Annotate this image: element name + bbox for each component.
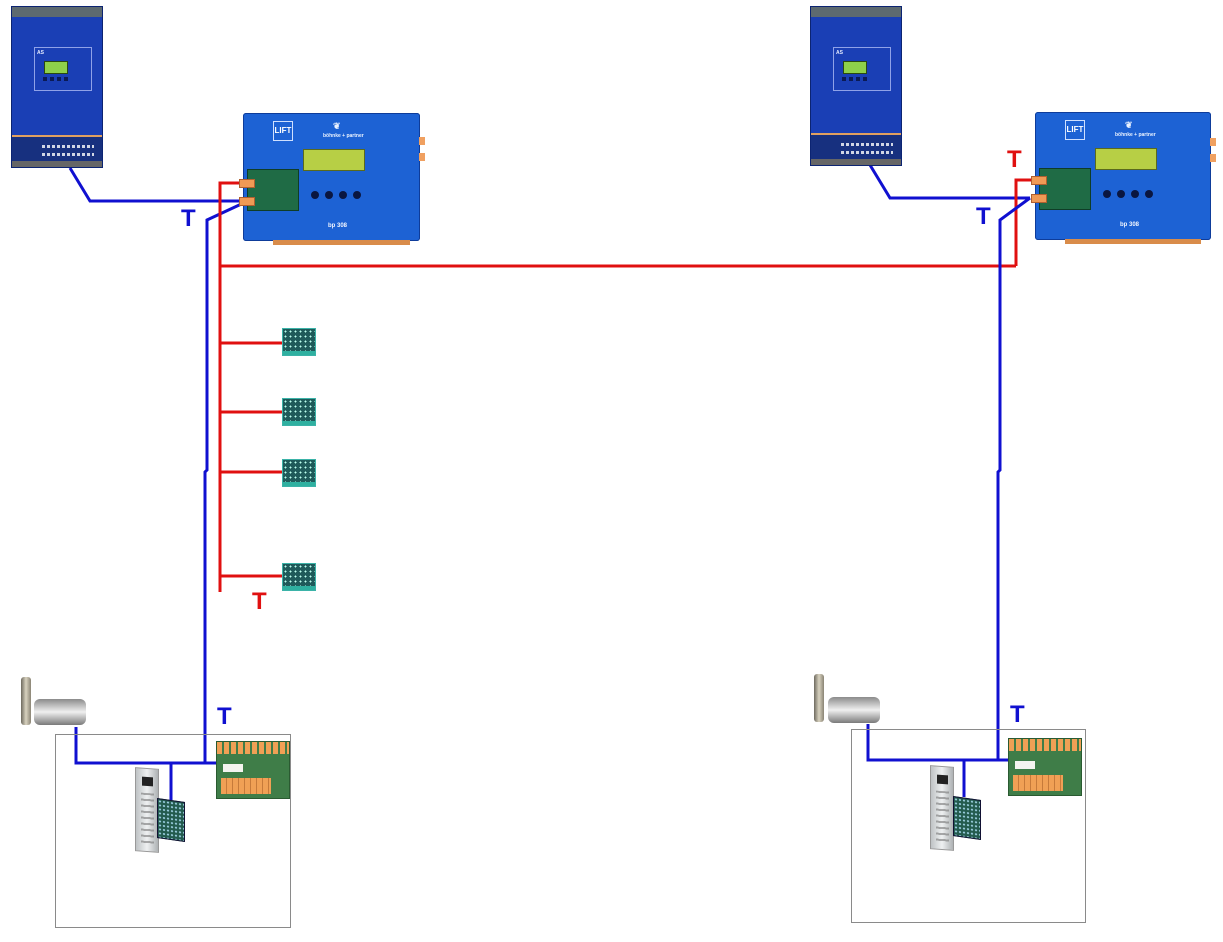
right-car-operating-panel <box>930 765 954 851</box>
terminator-label-right-cabin: T <box>1010 701 1025 728</box>
terminator-label-left-cabin: T <box>217 703 232 730</box>
lift-logo: LIFT <box>273 121 293 141</box>
red-bus-plug <box>239 179 255 188</box>
brand-name: böhnke + partner <box>323 133 364 139</box>
board-label <box>223 764 243 772</box>
left-cabin-wire <box>74 727 222 765</box>
lift-logo: LIFT <box>1065 120 1085 140</box>
terminator-label-left-bus-end: T <box>252 588 267 615</box>
inverter-model-text: AS <box>37 50 44 56</box>
controller-button <box>325 191 333 199</box>
can-node-2 <box>282 398 316 426</box>
terminal-block <box>221 778 271 794</box>
left-inverter-to-controller-wire <box>68 167 250 203</box>
can-node-1 <box>282 328 316 356</box>
brand-mark-icon: ❦ <box>333 121 341 131</box>
inverter-top-bar <box>12 7 102 17</box>
controller-model: bp 308 <box>328 223 348 229</box>
left-car-top-board <box>216 741 290 799</box>
can-node-3 <box>282 459 316 487</box>
side-connector <box>419 137 425 145</box>
left-controller-board: LIFT ❦ böhnke + partner bp 308 <box>239 113 425 245</box>
left-cabin-box <box>55 734 291 928</box>
red-bus-plug <box>1031 176 1047 185</box>
terminator-label-right-controller-blue: T <box>976 203 991 230</box>
right-group-bus-wire <box>1014 178 1032 266</box>
brand-mark-icon: ❦ <box>1125 120 1133 130</box>
terminator-label-right-controller-red: T <box>1007 146 1022 173</box>
side-connector <box>1210 138 1216 146</box>
inverter-keys <box>43 77 71 81</box>
controller-button <box>311 191 319 199</box>
blue-bus-plug <box>239 197 255 206</box>
board-edge-connector <box>1065 239 1201 244</box>
can-interface-board <box>1039 168 1091 210</box>
side-connector <box>419 153 425 161</box>
left-frequency-inverter: AS <box>11 6 103 168</box>
board-label <box>1015 761 1035 769</box>
right-inverter-to-controller-wire <box>868 164 1030 200</box>
inverter-bottom <box>12 161 102 167</box>
terminal-row <box>42 145 94 148</box>
right-cop-can-board <box>953 796 981 840</box>
board-edge-connector <box>273 240 410 245</box>
controller-model: bp 308 <box>1120 222 1140 228</box>
controller-lcd <box>1095 148 1157 170</box>
left-cop-can-board <box>157 798 185 842</box>
terminator-label-left-controller: T <box>181 205 196 232</box>
inverter-panel: AS <box>34 47 92 91</box>
inverter-top-bar <box>811 7 901 17</box>
brand-name: böhnke + partner <box>1115 132 1156 138</box>
controller-lcd <box>303 149 365 171</box>
right-cabin-box <box>851 729 1086 923</box>
inverter-panel: AS <box>833 47 891 91</box>
controller-button <box>1145 190 1153 198</box>
inverter-lcd <box>843 61 867 74</box>
right-door-motor <box>828 697 880 723</box>
terminal-row <box>841 151 893 154</box>
left-group-bus-wire <box>218 181 250 592</box>
left-door-motor-disc <box>21 677 31 725</box>
side-connector <box>1210 154 1216 162</box>
right-car-bus-wire <box>996 196 1031 760</box>
inverter-model-text: AS <box>836 50 843 56</box>
controller-button <box>339 191 347 199</box>
right-car-top-board <box>1008 738 1082 796</box>
left-car-bus-wire <box>203 198 251 763</box>
cop-display <box>142 776 153 787</box>
terminal-row <box>42 153 94 156</box>
cop-display <box>937 774 948 785</box>
inverter-keys <box>842 77 870 81</box>
left-car-operating-panel <box>135 767 159 853</box>
can-interface-board <box>247 169 299 211</box>
right-door-motor-disc <box>814 674 824 722</box>
cop-buttons <box>141 792 154 846</box>
blue-bus-plug <box>1031 194 1047 203</box>
controller-button <box>1131 190 1139 198</box>
controller-button <box>1117 190 1125 198</box>
inverter-lcd <box>44 61 68 74</box>
inverter-bottom <box>811 159 901 165</box>
controller-button <box>353 191 361 199</box>
cop-buttons <box>936 790 949 844</box>
left-door-motor <box>34 699 86 725</box>
controller-button <box>1103 190 1111 198</box>
can-node-4 <box>282 563 316 591</box>
terminal-row <box>841 143 893 146</box>
terminal-block <box>1013 775 1063 791</box>
right-frequency-inverter: AS <box>810 6 902 166</box>
right-controller-board: LIFT ❦ böhnke + partner bp 308 <box>1031 112 1216 244</box>
